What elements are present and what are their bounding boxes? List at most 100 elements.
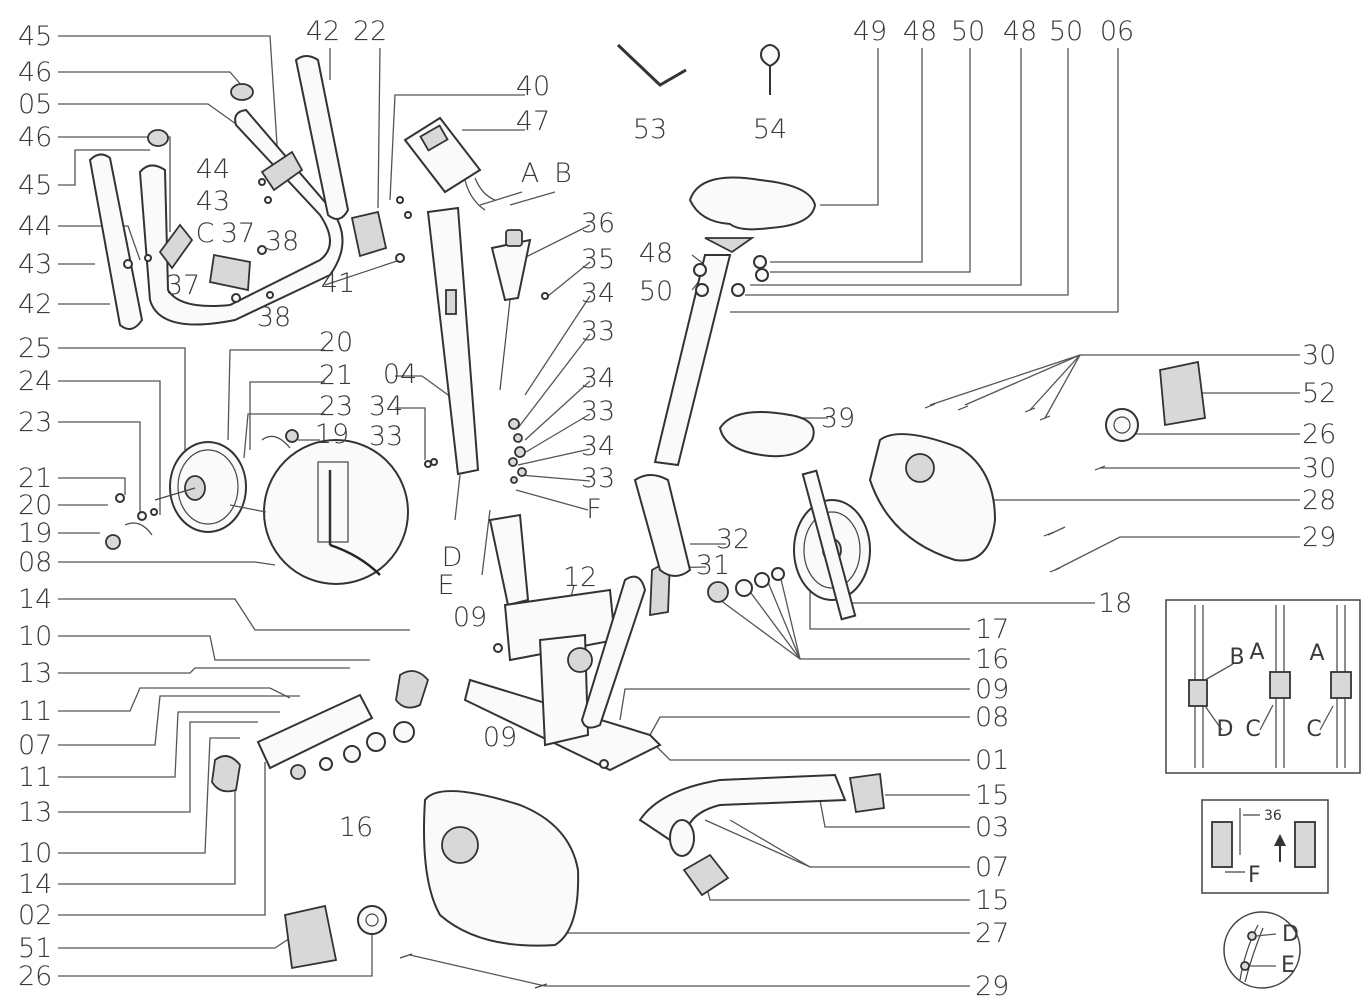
part-label-47: 47 [516,106,550,137]
part-label-E: E [1281,953,1295,978]
part-label-20: 20 [319,327,353,358]
part-label-06: 06 [1100,16,1134,47]
part-label-54: 54 [753,114,787,145]
part-label-33: 33 [369,421,403,452]
part-label-11: 11 [18,696,52,727]
part-label-22: 22 [353,16,387,47]
bearings-16-right [707,567,785,603]
right-leader-lines [409,354,1300,987]
side-caps-51-52 [284,360,1206,970]
allen-key-53 [616,43,687,87]
part-label-15: 15 [975,780,1009,811]
part-label-41: 41 [321,268,355,299]
part-label-40: 40 [516,71,550,102]
part-label-19: 19 [315,419,349,450]
part-label-27: 27 [975,918,1009,949]
part-label-23: 23 [319,391,353,422]
part-label-15: 15 [975,885,1009,916]
clamp-assembly-37-38 [208,245,274,303]
part-label-35: 35 [581,244,615,275]
part-label-C: C [196,218,215,249]
tension-knob-36 [490,229,549,391]
part-label-11: 11 [18,762,52,793]
part-label-14: 14 [18,584,52,615]
part-label-31: 31 [696,550,730,581]
part-label-30: 30 [1302,340,1336,371]
console-47 [403,116,496,211]
part-label-24: 24 [18,366,52,397]
nuts-33-34 [508,418,527,484]
part-label-38: 38 [257,302,291,333]
hardware-screws-43-44 [123,178,272,269]
part-label-42: 42 [306,16,340,47]
part-label-50: 50 [951,16,985,47]
part-label-34: 34 [369,391,403,422]
part-label-18: 18 [1098,588,1132,619]
inset-sensor-part-label: 36 [1264,808,1282,824]
part-label-C: C [1306,717,1321,742]
part-label-29: 29 [975,971,1009,998]
part-label-09: 09 [483,722,517,753]
part-label-44: 44 [18,211,52,242]
part-label-C: C [1245,717,1260,742]
part-label-08: 08 [975,702,1009,733]
drive-belt-39 [718,411,815,458]
part-label-46: 46 [18,57,52,88]
part-label-07: 07 [18,730,52,761]
part-label-10: 10 [18,621,52,652]
part-label-52: 52 [1302,378,1336,409]
part-label-08: 08 [18,547,52,578]
part-label-21: 21 [319,360,353,391]
top-leader-lines [227,47,1119,641]
part-label-36: 36 [581,208,615,239]
screws-29-30 [399,403,1106,989]
part-label-F: F [586,494,602,525]
part-label-46: 46 [18,122,52,153]
handlebar-right-grip-42 [294,55,350,220]
left-leader-lines [58,35,410,977]
rear-stabilizer-03 [638,772,885,897]
part-label-05: 05 [18,89,52,120]
part-label-51: 51 [18,933,52,964]
part-label-26: 26 [1302,419,1336,450]
end-caps-46 [147,83,254,147]
part-label-10: 10 [18,838,52,869]
part-label-19: 19 [18,518,52,549]
part-label-43: 43 [18,249,52,280]
part-label-48: 48 [1003,16,1037,47]
part-label-B: B [554,158,572,189]
handlebar-left-grip-42 [88,153,144,330]
part-label-D: D [1282,922,1299,947]
main-frame-01 [463,474,692,772]
part-label-25: 25 [18,333,52,364]
part-label-14: 14 [18,869,52,900]
front-bearings-16-left [290,721,415,780]
part-label-34: 34 [581,431,615,462]
part-label-45: 45 [18,21,52,52]
part-label-30: 30 [1302,453,1336,484]
part-label-34: 34 [581,363,615,394]
part-label-48: 48 [639,238,673,269]
inset-sensor-mount [1201,799,1329,894]
spanner-54 [760,44,780,95]
left-part-labels: 4546054645444342252423212019081410131107… [18,21,52,992]
part-label-44: 44 [196,154,230,185]
part-label-37: 37 [166,270,200,301]
part-label-17: 17 [975,614,1009,645]
part-label-A: A [1249,640,1264,665]
part-label-50: 50 [639,276,673,307]
part-label-03: 03 [975,812,1009,843]
part-label-04: 04 [383,359,417,390]
part-label-28: 28 [1302,485,1336,516]
part-label-21: 21 [18,463,52,494]
inset-wire-connectors [1165,599,1361,774]
part-label-48: 48 [903,16,937,47]
part-label-29: 29 [1302,522,1336,553]
part-label-33: 33 [581,316,615,347]
part-label-07: 07 [975,852,1009,883]
flywheel-25 [105,429,299,550]
part-label-43: 43 [196,186,230,217]
part-label-26: 26 [18,961,52,992]
front-stabilizer-02 [211,670,430,793]
